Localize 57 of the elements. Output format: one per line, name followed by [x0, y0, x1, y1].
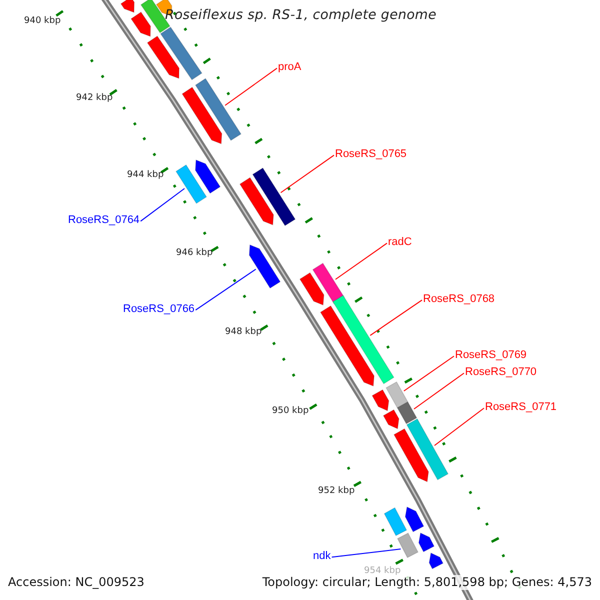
gene-feature [396, 532, 419, 558]
gene-feature [299, 272, 324, 306]
scale-label: 946 kbp [176, 248, 213, 259]
gene-label: RoseRS_0769 [455, 349, 527, 362]
gene-feature [146, 36, 180, 79]
scale-label: 944 kbp [127, 170, 164, 181]
gene-feature [320, 305, 374, 387]
leader-line [403, 356, 454, 392]
leader-line [224, 68, 278, 106]
gene-feature [418, 532, 435, 552]
footer-text: Accession: NC_009523 [8, 575, 144, 590]
scale-label: 954 kbp [364, 566, 401, 576]
gene-feature [248, 244, 281, 289]
gene-feature [312, 262, 345, 304]
gene-label: RoseRS_0764 [68, 214, 140, 227]
gene-feature [372, 389, 390, 412]
gene-feature [175, 164, 208, 204]
gene-label: RoseRS_0768 [423, 293, 495, 306]
gene-label: RoseRS_0770 [465, 366, 537, 379]
gene-feature [406, 418, 449, 480]
gene-feature [382, 409, 400, 430]
gene-feature [393, 428, 429, 482]
leader-line [140, 188, 185, 222]
scale-label: 940 kbp [24, 16, 61, 27]
footer-text: Topology: circular; Length: 5,801,598 bp; Genes: 4,573 [262, 575, 592, 590]
gene-feature [195, 159, 221, 194]
gene-feature [396, 401, 418, 424]
gene-feature [120, 0, 135, 13]
gene-feature [252, 167, 296, 226]
gene-label: RoseRS_0765 [335, 148, 407, 161]
leader-line [370, 300, 422, 336]
gene-feature [384, 507, 408, 536]
gene-feature [182, 86, 222, 144]
gene-feature [428, 552, 444, 570]
gene-feature [194, 78, 242, 141]
gene-label: RoseRS_0766 [123, 303, 195, 316]
scale-label: 948 kbp [225, 327, 262, 338]
leader-line [335, 242, 388, 280]
scale-label: 942 kbp [76, 93, 113, 104]
gene-feature [130, 12, 151, 37]
leader-line [280, 154, 334, 194]
gene-label: proA [278, 61, 302, 74]
gene-feature [160, 26, 202, 80]
gene-label: RoseRS_0771 [485, 401, 557, 414]
leader-line [434, 408, 484, 446]
leader-line [195, 268, 256, 311]
gene-feature [386, 381, 408, 408]
leader-line [414, 372, 464, 410]
gene-feature [404, 506, 424, 532]
gene-feature [332, 294, 394, 384]
leader-line [331, 548, 402, 558]
gene-label: ndk [313, 550, 331, 563]
map-title: Roseiflexus sp. RS-1, complete genome [165, 7, 436, 24]
scale-label: 950 kbp [272, 406, 309, 417]
scale-label: 952 kbp [318, 486, 355, 497]
gene-feature [239, 177, 274, 226]
gene-label: radC [388, 236, 412, 249]
